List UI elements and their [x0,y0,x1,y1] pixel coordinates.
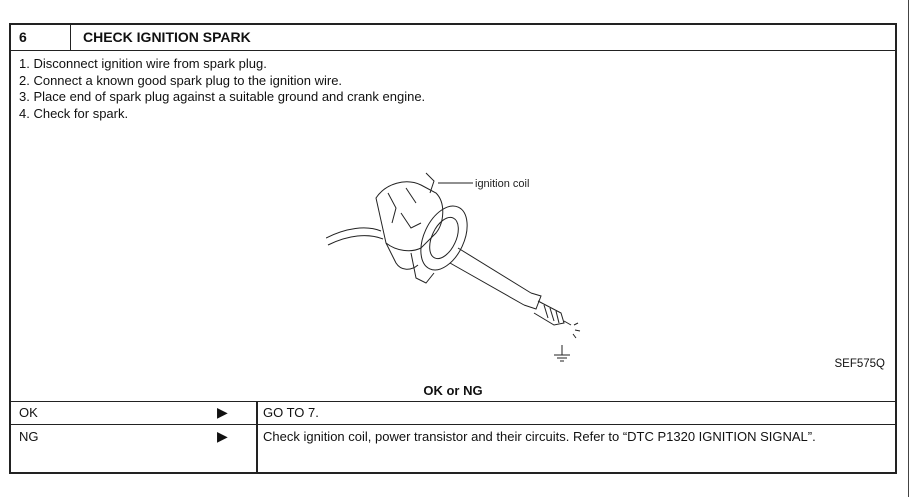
step-title: CHECK IGNITION SPARK [83,29,251,45]
instruction-list: 1. Disconnect ignition wire from spark p… [19,56,425,122]
figure-code: SEF575Q [834,358,886,370]
result-header: OK or NG [423,383,483,398]
instruction-item: 2. Connect a known good spark plug to th… [19,72,343,88]
step-header-row: 6 CHECK IGNITION SPARK [11,25,895,51]
result-action: GO TO 7. [263,405,319,420]
procedure-table: 6 CHECK IGNITION SPARK 1. Disconnect ign… [9,23,897,474]
instruction-item: 4. Check for spark. [19,105,129,121]
ignition-coil-illustration: ignition coil [326,172,581,362]
result-header-row: OK or NG [11,379,895,402]
column-divider [256,425,258,472]
result-label: OK [19,405,38,420]
step-number: 6 [11,25,71,50]
figure-callout-ignition-coil: ignition coil [475,178,529,190]
result-action: Check ignition coil, power transistor an… [263,429,816,444]
result-row-ng: NG ▶ Check ignition coil, power transist… [11,425,895,472]
arrow-right-icon: ▶ [217,404,228,420]
arrow-right-icon: ▶ [217,428,228,444]
column-divider [256,401,258,424]
instruction-item: 1. Disconnect ignition wire from spark p… [19,56,267,71]
result-label: NG [19,429,39,444]
page-edge-line [908,0,909,497]
result-row-ok: OK ▶ GO TO 7. [11,401,895,425]
instruction-item: 3. Place end of spark plug against a sui… [19,89,426,104]
